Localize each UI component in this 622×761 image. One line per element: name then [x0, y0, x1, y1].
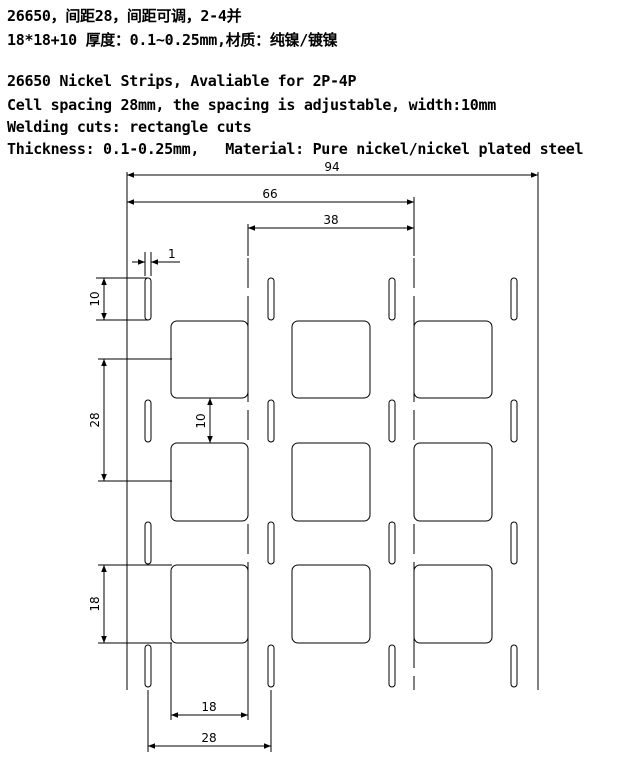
dim-slot-width [132, 252, 180, 276]
slot [267, 399, 275, 443]
slot [144, 399, 152, 443]
dim-cell-pitch [98, 358, 172, 482]
slot [388, 644, 396, 688]
dim-label-10-slot: 10 [88, 291, 102, 306]
cell-pad [413, 442, 493, 522]
slot [510, 644, 518, 688]
slot [388, 521, 396, 565]
cell-pad [170, 564, 249, 644]
dim-label-94: 94 [324, 160, 339, 174]
spec-spacing-line: Cell spacing 28mm, the spacing is adjust… [7, 96, 496, 114]
dim-pad-width [170, 643, 249, 720]
slot [510, 521, 518, 565]
cell-pad [291, 320, 371, 399]
slot [510, 399, 518, 443]
slot [388, 399, 396, 443]
cell-pad [291, 564, 371, 644]
cell-pad [170, 320, 249, 399]
pad-group [170, 320, 493, 644]
dim-label-1: 1 [168, 247, 176, 261]
cell-pad [170, 442, 249, 522]
slot [144, 644, 152, 688]
dim-label-18-vertical: 18 [88, 596, 102, 611]
slot [267, 644, 275, 688]
slot [144, 277, 152, 321]
dim-label-18-horizontal: 18 [201, 700, 216, 714]
dim-label-28-horizontal: 28 [201, 731, 216, 745]
cell-pad [291, 442, 371, 522]
cell-pad [413, 320, 493, 399]
dim-label-66: 66 [262, 187, 277, 201]
dim-label-10-gap: 10 [194, 413, 208, 428]
slot [510, 277, 518, 321]
dim-slot-height [96, 277, 148, 321]
slot [267, 277, 275, 321]
title-en-line1: 26650 Nickel Strips, Avaliable for 2P-4P [7, 72, 357, 90]
spec-thickness-line: Thickness: 0.1-0.25mm, Material: Pure ni… [7, 140, 584, 158]
slot [267, 521, 275, 565]
spec-welding-line: Welding cuts: rectangle cuts [7, 118, 252, 136]
title-cn-line2: 18*18+10 厚度：0.1~0.25mm,材质：纯镍/镀镍 [7, 31, 338, 49]
dim-label-28-vertical: 28 [88, 412, 102, 427]
title-cn-line1: 26650，间距28，间距可调，2-4并 [7, 7, 242, 25]
slot-group [144, 277, 518, 688]
dim-pitch-horizontal [147, 690, 272, 752]
cell-pad [413, 564, 493, 644]
dim-pad-height [98, 564, 172, 644]
dim-label-38: 38 [323, 213, 338, 227]
slot [388, 277, 396, 321]
slot [144, 521, 152, 565]
